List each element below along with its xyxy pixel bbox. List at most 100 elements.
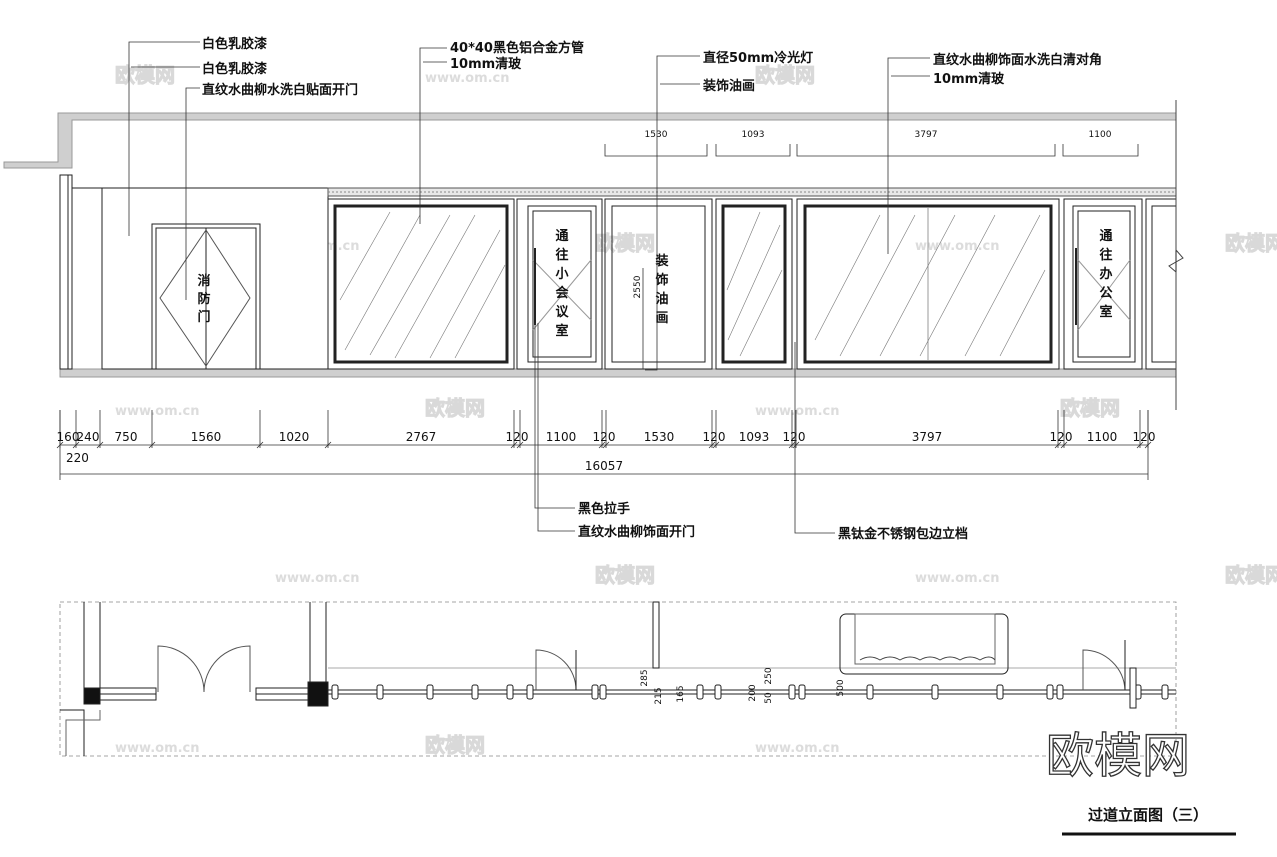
- svg-text:285: 285: [640, 669, 650, 686]
- ceiling-band: [3, 112, 1177, 169]
- watermark-url: www.om.cn: [755, 741, 840, 756]
- svg-text:装: 装: [654, 253, 668, 269]
- svg-text:往: 往: [1099, 247, 1112, 263]
- fire-door-label: 消 防 门: [197, 273, 210, 325]
- label-clear-glass-2: 10mm清玻: [933, 71, 1005, 87]
- painting-label: 装 饰 油 画: [654, 253, 668, 326]
- top-dim-1100: 1100: [1089, 130, 1112, 140]
- svg-text:通: 通: [1099, 228, 1112, 244]
- bottom-dim-14: 120: [1050, 430, 1073, 444]
- left-wall-edge: [59, 174, 69, 370]
- top-dim-1093: 1093: [742, 130, 765, 140]
- white-wall-panel: [101, 187, 329, 370]
- svg-text:画: 画: [655, 311, 668, 326]
- svg-text:50: 50: [764, 692, 774, 704]
- svg-text:办: 办: [1099, 266, 1112, 282]
- svg-text:500: 500: [836, 679, 846, 696]
- bottom-dim-3: 1560: [191, 430, 222, 444]
- label-lamp: 直径50mm冷光灯: [703, 50, 813, 66]
- watermark-url: www.om.cn: [115, 741, 200, 756]
- watermark-text: 欧模网: [1225, 563, 1277, 587]
- bottom-dim-6: 120: [506, 430, 529, 444]
- label-white-latex-1: 白色乳胶漆: [202, 36, 267, 52]
- top-leaders: [128, 41, 930, 371]
- column-2: [307, 681, 329, 707]
- svg-text:165: 165: [676, 685, 686, 702]
- watermark-url: www.om.cn: [275, 571, 360, 586]
- watermarks: 欧模网 www.om.cn 欧模网 www.om.cn 欧模网 www.om.cn 欧模网 w…: [115, 63, 1277, 758]
- watermark-text: 欧模网: [595, 563, 655, 587]
- svg-text:215: 215: [654, 687, 664, 704]
- plan-cabinet: [839, 613, 1009, 675]
- label-clear-glass-1: 10mm清玻: [450, 56, 522, 72]
- watermark-url: www.om.cn: [915, 571, 1000, 586]
- label-veneer-door: 直纹水曲柳水洗白贴面开门: [202, 82, 358, 98]
- bottom-leaders: [534, 323, 835, 534]
- office-label: 通 往 办 公 室: [1099, 228, 1112, 320]
- svg-text:室: 室: [555, 323, 568, 339]
- meeting-room-label: 通 往 小 会 议 室: [555, 228, 569, 339]
- plan-boundary: [59, 601, 1177, 757]
- label-painting: 装饰油画: [702, 78, 755, 94]
- svg-text:通: 通: [555, 228, 568, 244]
- label-titanium-post: 黑钛金不锈钢包边立档: [838, 526, 968, 542]
- watermark-text: 欧模网: [1225, 231, 1277, 255]
- svg-text:防: 防: [197, 291, 210, 307]
- top-dim-3797: 3797: [915, 130, 938, 140]
- label-aluminum-tube: 40*40黑色铝合金方管: [450, 40, 584, 56]
- watermark-text: 欧模网: [425, 733, 485, 757]
- bottom-dim-5: 2767: [406, 430, 437, 444]
- label-black-handle: 黑色拉手: [578, 501, 630, 517]
- label-veneer-open-door: 直纹水曲柳饰面开门: [578, 524, 695, 540]
- bottom-dim-4: 1020: [279, 430, 310, 444]
- drawing-title: 过道立面图（三）: [1088, 806, 1208, 824]
- bottom-dim-7: 1100: [546, 430, 577, 444]
- site-logo: 欧模网: [1046, 728, 1190, 784]
- painting-panel: [604, 198, 713, 370]
- watermark-url: www.om.cn: [755, 404, 840, 419]
- svg-text:公: 公: [1099, 286, 1112, 301]
- bottom-dim-8: 120: [593, 430, 616, 444]
- column-1: [83, 687, 101, 705]
- label-white-latex-2: 白色乳胶漆: [202, 61, 267, 77]
- office-door: [1063, 198, 1143, 370]
- bottom-dim-16: 120: [1133, 430, 1156, 444]
- watermark-url: www.om.cn: [115, 404, 200, 419]
- bottom-dim-9: 1530: [644, 430, 675, 444]
- plan-dimension-texts: 285 215 165 200 250 50 500: [640, 667, 846, 704]
- dim-220: 220: [66, 451, 89, 465]
- watermark-text: 欧模网: [425, 396, 485, 420]
- svg-text:饰: 饰: [655, 272, 668, 288]
- label-veneer-panel: 直纹水曲柳饰面水洗白清对角: [933, 52, 1102, 68]
- vertical-dim-2550: 2550: [633, 275, 643, 298]
- svg-text:油: 油: [655, 291, 668, 307]
- watermark-text: 欧模网: [595, 231, 655, 255]
- top-dimensions: [604, 144, 1139, 369]
- watermark-url: www.om.cn: [425, 71, 510, 86]
- svg-text:往: 往: [555, 247, 568, 263]
- watermark-text: 欧模网: [1060, 396, 1120, 420]
- bottom-dim-15: 1100: [1087, 430, 1118, 444]
- bottom-dim-13: 3797: [912, 430, 943, 444]
- glass-panel-3: [796, 198, 1060, 370]
- bottom-dim-10: 120: [703, 430, 726, 444]
- elevation-view: [3, 100, 1184, 410]
- bottom-dim-1: 240: [77, 430, 100, 444]
- floor-band: [59, 368, 1177, 378]
- glass-panel-1: [327, 198, 515, 370]
- top-dim-1530: 1530: [645, 130, 668, 140]
- meeting-room-door: [516, 198, 603, 370]
- bottom-dimension-lines: [56, 410, 1152, 480]
- bottom-dim-12: 120: [783, 430, 806, 444]
- svg-text:200: 200: [748, 684, 758, 701]
- svg-text:议: 议: [555, 304, 569, 320]
- dim-total: 16057: [585, 459, 623, 473]
- bottom-dim-0: 160: [57, 430, 80, 444]
- svg-text:250: 250: [764, 667, 774, 684]
- glass-panel-2: [715, 198, 793, 370]
- svg-text:门: 门: [197, 309, 210, 325]
- svg-text:室: 室: [1099, 304, 1112, 320]
- svg-text:会: 会: [555, 285, 569, 301]
- plan-view: [59, 601, 1177, 757]
